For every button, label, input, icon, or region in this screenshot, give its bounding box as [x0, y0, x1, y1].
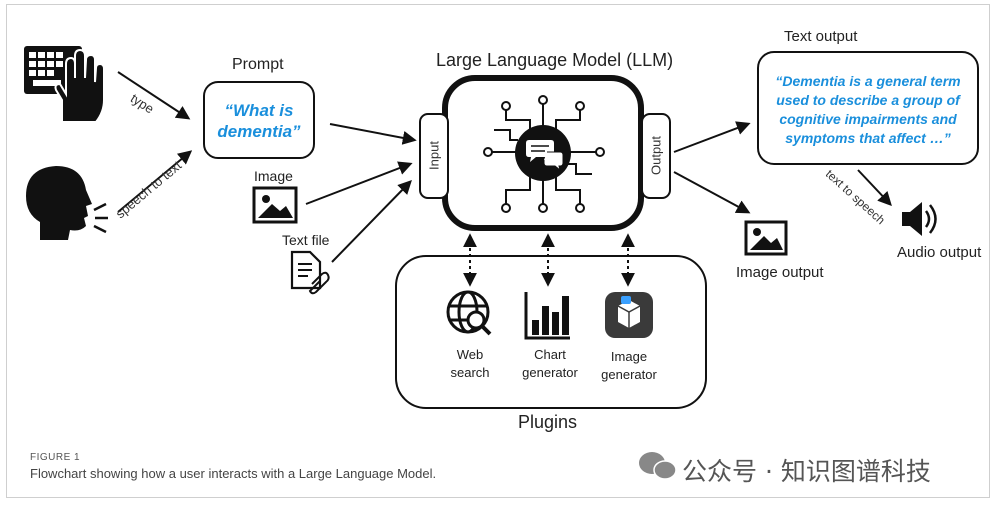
text-output-line: cognitive impairments and: [779, 111, 957, 127]
image-generator-label-line2: generator: [601, 367, 657, 382]
textfile-to-llm-arrow: [331, 179, 412, 263]
llm-output-label: Output: [648, 135, 664, 176]
text-file-icon: [290, 250, 330, 295]
text-output-title: Text output: [784, 28, 858, 45]
text-output-content: “Dementia is a general term used to desc…: [760, 72, 976, 148]
type-arrow: [117, 71, 191, 120]
speaking-head-icon: [26, 166, 108, 240]
wechat-icon: [639, 452, 677, 480]
llm-input-label: Input: [426, 141, 442, 170]
prompt-text-line1: “What is: [224, 101, 294, 120]
chart-generator-label-line2: generator: [522, 365, 578, 380]
figure-frame: [6, 4, 990, 498]
watermark-text: 公众号 · 知识图谱科技: [682, 457, 931, 486]
figure-label: FIGURE 1: [30, 452, 81, 463]
image-generator-label-line1: Image: [610, 349, 648, 364]
web-search-label: Web search: [440, 346, 500, 382]
image-input-label: Image: [254, 168, 293, 184]
image-input-icon: [252, 186, 298, 224]
plugins-box: [395, 255, 707, 409]
image-to-llm-arrow: [305, 161, 413, 205]
bar-chart-icon: [524, 292, 570, 340]
text-to-speech-arrow: [857, 169, 892, 207]
image-output-icon: [744, 220, 788, 256]
image-generator-label: Image generator: [592, 348, 666, 384]
globe-search-icon: [446, 290, 492, 336]
text-output-line: symptoms that affect …”: [785, 130, 951, 146]
speaker-icon: [902, 202, 937, 236]
figure-caption: Flowchart showing how a user interacts w…: [30, 466, 437, 481]
chat-bubbles-icon: [526, 140, 564, 172]
keyboard-hand-icon: [24, 46, 105, 123]
prompt-text-line2: dementia”: [217, 122, 301, 141]
image-generator-icon: [605, 292, 653, 338]
web-search-label-line2: search: [450, 365, 490, 380]
prompt-to-llm-arrow: [329, 123, 417, 145]
prompt-title: Prompt: [232, 56, 284, 73]
speech-arrow: [117, 150, 193, 213]
image-output-label: Image output: [736, 264, 824, 281]
text-output-line: “Dementia is a general term: [775, 73, 961, 89]
llm-input-port: [419, 113, 449, 199]
chart-generator-label: Chart generator: [514, 346, 586, 382]
chip-chat-icon: [483, 95, 605, 213]
chart-generator-label-line1: Chart: [534, 347, 566, 362]
prompt-text: “What is dementia”: [206, 100, 312, 142]
web-search-label-line1: Web: [456, 347, 484, 362]
audio-output-label: Audio output: [897, 244, 982, 261]
llm-to-text-arrow: [673, 121, 751, 153]
llm-to-image-arrow: [673, 171, 751, 214]
plugins-title: Plugins: [518, 412, 578, 432]
prompt-box: [203, 81, 315, 159]
text-output-box: [757, 51, 979, 165]
text-file-label: Text file: [282, 232, 330, 248]
llm-title: Large Language Model (LLM): [436, 50, 674, 70]
text-output-line: used to describe a group of: [776, 92, 960, 108]
llm-output-port: [641, 113, 671, 199]
